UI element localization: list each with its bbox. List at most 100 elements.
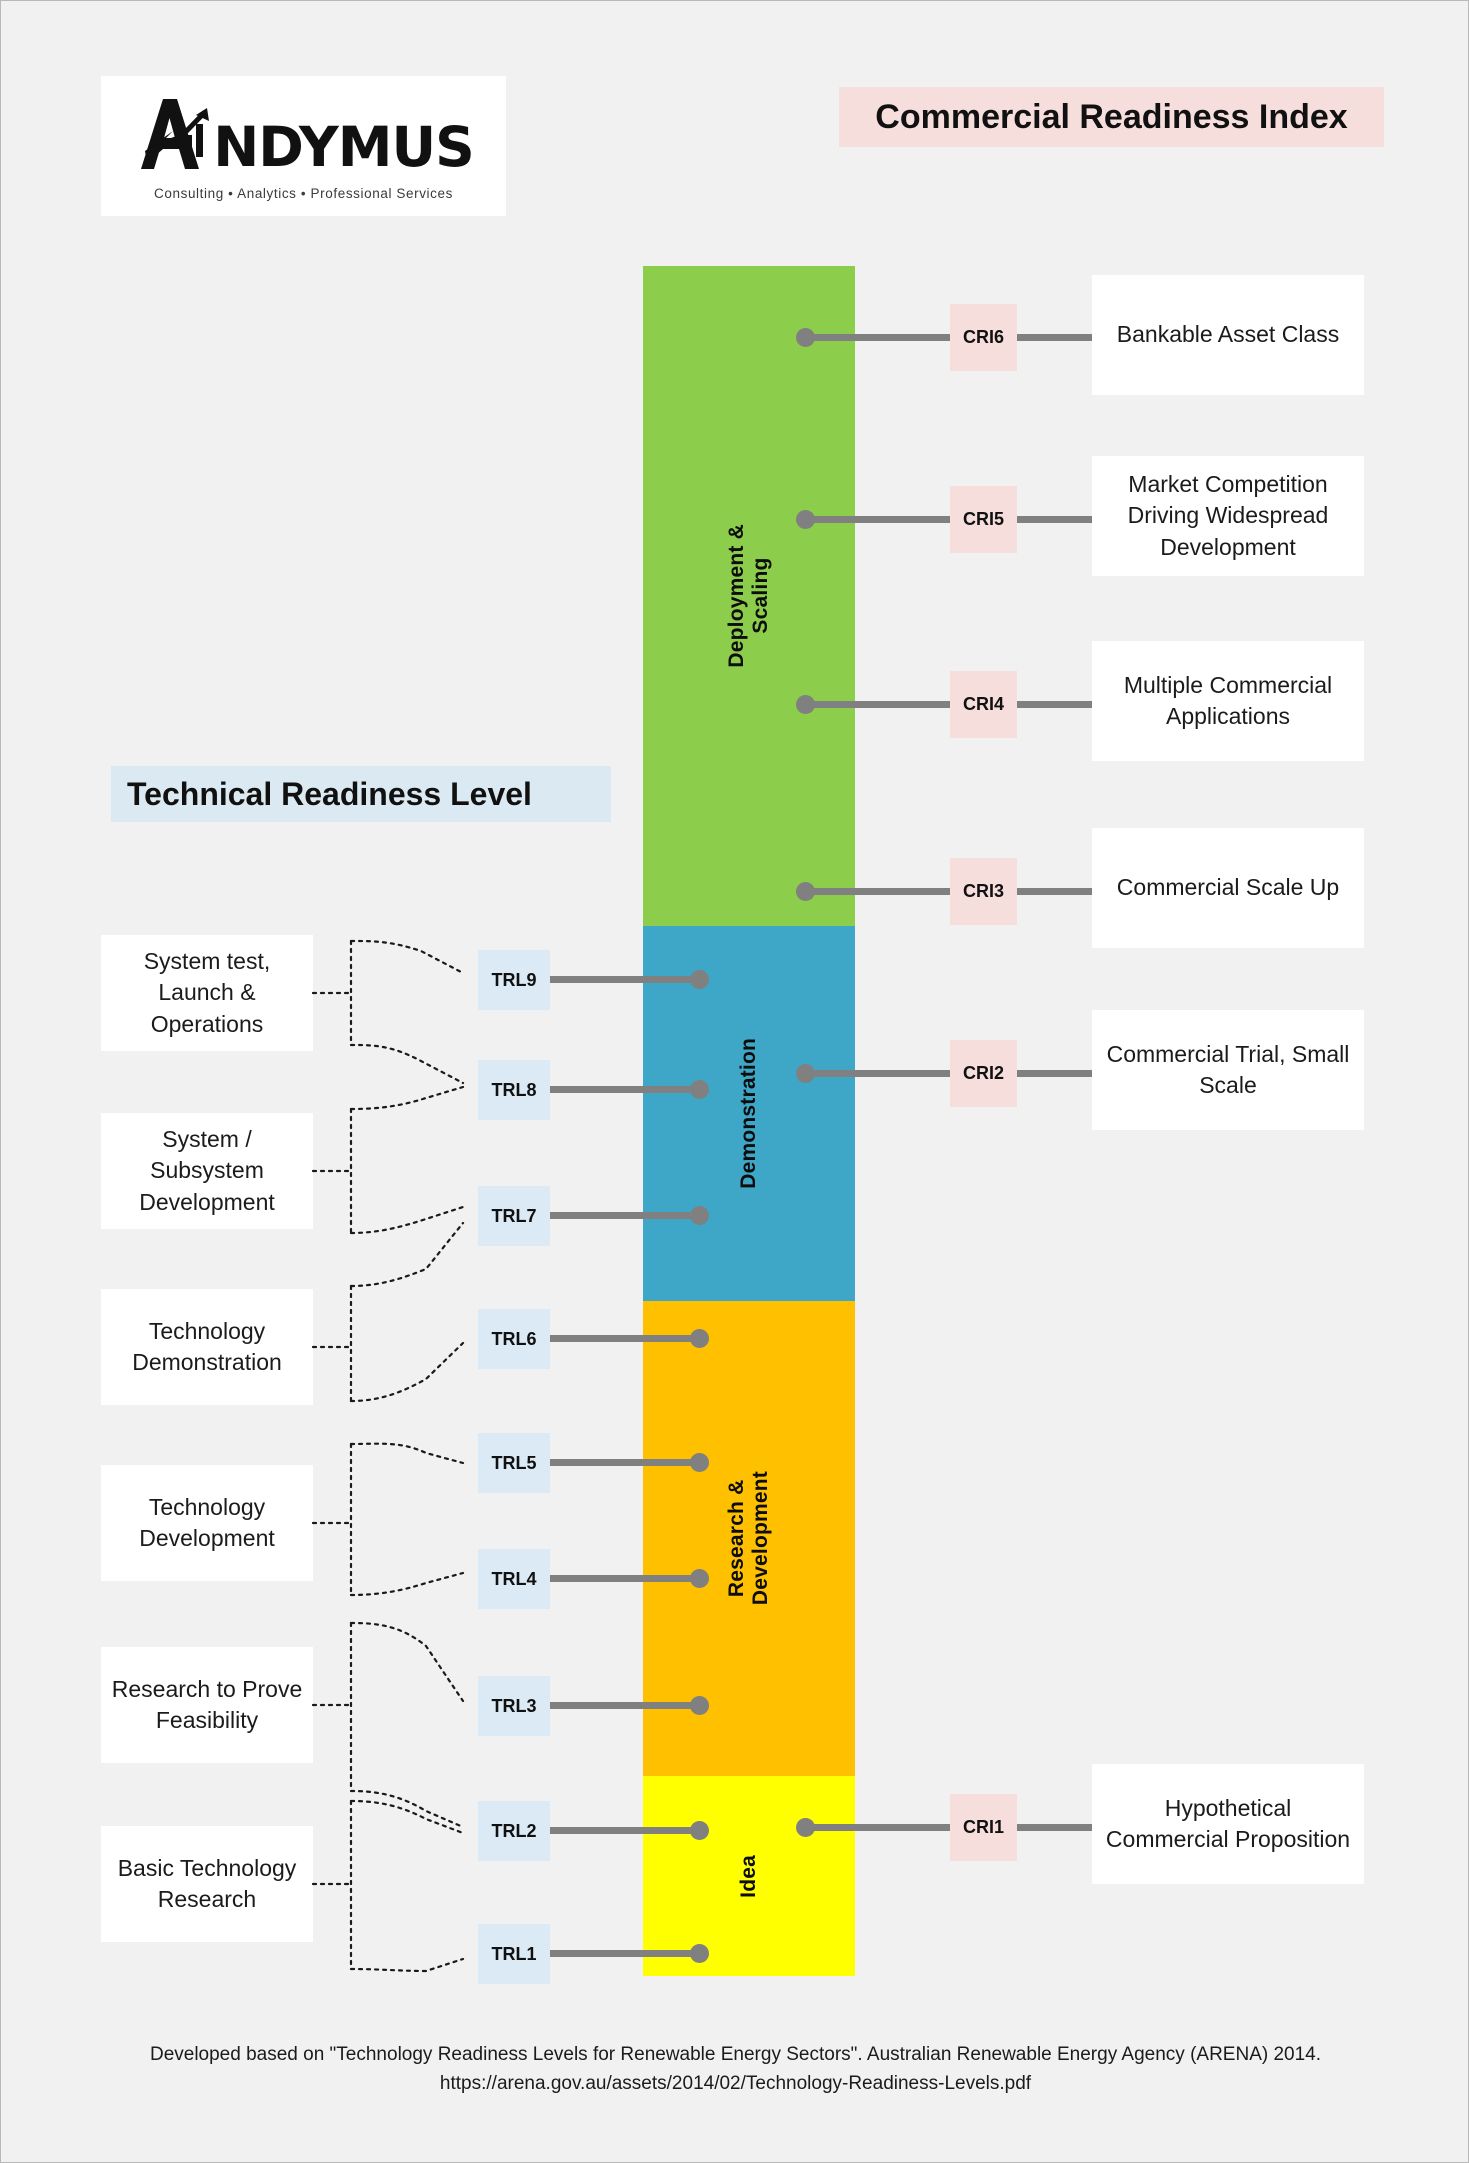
trl-group-label-basic-research: Basic Technology Research	[117, 1854, 297, 1912]
trl-line-9	[550, 976, 700, 983]
trl-chip-5[interactable]: TRL5	[478, 1433, 550, 1493]
trl-chip-8[interactable]: TRL8	[478, 1060, 550, 1120]
cri-description-6: Bankable Asset Class	[1092, 275, 1364, 395]
trl-dot-4	[690, 1569, 709, 1588]
cri-line-5-inner	[805, 516, 950, 523]
trl-line-5	[550, 1459, 700, 1466]
trl-dot-1	[690, 1944, 709, 1963]
cri-line-4-outer	[1017, 701, 1092, 708]
trl-dot-7	[690, 1206, 709, 1225]
cri-chip-2[interactable]: CRI2	[950, 1040, 1017, 1107]
trl-dot-9	[690, 970, 709, 989]
trl-chip-label-3: TRL3	[491, 1695, 537, 1716]
cri-description-1: Hypothetical Commercial Proposition	[1092, 1764, 1364, 1884]
trl-dot-3	[690, 1696, 709, 1715]
trl-group-label-research-feasibility: Research to Prove Feasibility	[111, 1675, 303, 1733]
cri-line-3-outer	[1017, 888, 1092, 895]
trl-dot-5	[690, 1453, 709, 1472]
trl-group-label-technology-development: Technology Development	[139, 1493, 275, 1551]
logo-text: NDYMUS	[213, 115, 475, 179]
trl-chip-label-4: TRL4	[491, 1568, 537, 1589]
cri-line-1-inner	[805, 1824, 950, 1831]
trl-chip-label-6: TRL6	[491, 1328, 537, 1349]
cri-line-5-outer	[1017, 516, 1092, 523]
cri-line-1-outer	[1017, 1824, 1092, 1831]
trl-group-label-system-subsystem: System / Subsystem Development	[139, 1126, 275, 1215]
trl-chip-9[interactable]: TRL9	[478, 950, 550, 1010]
cri-description-text-5: Market Competition Driving Widespread De…	[1127, 471, 1329, 560]
cri-line-4-inner	[805, 701, 950, 708]
cri-description-2: Commercial Trial, Small Scale	[1092, 1010, 1364, 1130]
logo-tagline: Consulting • Analytics • Professional Se…	[154, 186, 453, 201]
cri-chip-1[interactable]: CRI1	[950, 1794, 1017, 1861]
band-label-deployment-scaling: Deployment &Scaling	[724, 524, 772, 668]
cri-chip-label-1: CRI1	[962, 1817, 1004, 1837]
trl-chip-4[interactable]: TRL4	[478, 1549, 550, 1609]
trl-group-label-technology-demonstration: Technology Demonstration	[132, 1317, 282, 1375]
trl-line-7	[550, 1212, 700, 1219]
trl-group-technology-development: Technology Development	[101, 1465, 313, 1581]
trl-line-6	[550, 1335, 700, 1342]
trl-chip-1[interactable]: TRL1	[478, 1924, 550, 1984]
cri-chip-6[interactable]: CRI6	[950, 304, 1017, 371]
trl-line-3	[550, 1702, 700, 1709]
cri-chip-label-6: CRI6	[962, 327, 1004, 347]
cri-chip-label-4: CRI4	[962, 694, 1004, 714]
cri-chip-5[interactable]: CRI5	[950, 486, 1017, 553]
trl-chip-2[interactable]: TRL2	[478, 1801, 550, 1861]
trl-dot-6	[690, 1329, 709, 1348]
trl-group-research-feasibility: Research to Prove Feasibility	[101, 1647, 313, 1763]
cri-chip-label-2: CRI2	[962, 1063, 1004, 1083]
trl-chip-label-8: TRL8	[491, 1079, 537, 1100]
trl-line-8	[550, 1086, 700, 1093]
trl-group-basic-research: Basic Technology Research	[101, 1826, 313, 1942]
logo-a-chart-icon	[133, 91, 219, 177]
cri-description-text-2: Commercial Trial, Small Scale	[1106, 1040, 1350, 1098]
trl-line-4	[550, 1575, 700, 1582]
page-title-technical-readiness-level: Technical Readiness Level	[111, 766, 611, 822]
cri-chip-label-5: CRI5	[962, 509, 1004, 529]
band-demonstration: Demonstration	[643, 926, 855, 1301]
cri-description-text-3: Commercial Scale Up	[1116, 874, 1340, 901]
trl-group-label-system-test: System test, Launch & Operations	[143, 948, 271, 1037]
cri-description-text-4: Multiple Commercial Applications	[1123, 671, 1333, 729]
cri-description-4: Multiple Commercial Applications	[1092, 641, 1364, 761]
footer-line-url: https://arena.gov.au/assets/2014/02/Tech…	[439, 2072, 1032, 2094]
trl-chip-6[interactable]: TRL6	[478, 1309, 550, 1369]
trl-dot-8	[690, 1080, 709, 1099]
cri-description-5: Market Competition Driving Widespread De…	[1092, 456, 1364, 576]
cri-line-6-outer	[1017, 334, 1092, 341]
readiness-band-stack: Deployment &Scaling Demonstration Resear…	[643, 266, 855, 1976]
logo-wordmark: NDYMUS	[133, 91, 475, 179]
page-title-commercial-readiness-index: Commercial Readiness Index	[839, 87, 1384, 147]
band-label-idea: Idea	[736, 1854, 760, 1898]
band-research-development: Research &Development	[643, 1301, 855, 1776]
company-logo: NDYMUS Consulting • Analytics • Professi…	[101, 76, 506, 216]
trl-chip-7[interactable]: TRL7	[478, 1186, 550, 1246]
trl-dot-2	[690, 1821, 709, 1840]
footer-line-source: Developed based on "Technology Readiness…	[149, 2044, 1322, 2065]
band-label-demonstration: Demonstration	[736, 1038, 760, 1189]
cri-line-2-inner	[805, 1070, 950, 1077]
trl-group-technology-demonstration: Technology Demonstration	[101, 1289, 313, 1405]
trl-chip-3[interactable]: TRL3	[478, 1676, 550, 1736]
trl-chip-label-2: TRL2	[491, 1820, 537, 1841]
band-deployment-scaling: Deployment &Scaling	[643, 266, 855, 926]
footer-attribution: Developed based on "Technology Readiness…	[1, 2041, 1468, 2098]
cri-line-6-inner	[805, 334, 950, 341]
trl-line-2	[550, 1827, 700, 1834]
cri-chip-3[interactable]: CRI3	[950, 858, 1017, 925]
cri-description-text-1: Hypothetical Commercial Proposition	[1105, 1794, 1351, 1852]
cri-line-3-inner	[805, 888, 950, 895]
cri-line-2-outer	[1017, 1070, 1092, 1077]
trl-chip-label-9: TRL9	[491, 969, 537, 990]
trl-chip-label-7: TRL7	[491, 1205, 537, 1226]
cri-chip-label-3: CRI3	[962, 881, 1004, 901]
trl-group-system-test: System test, Launch & Operations	[101, 935, 313, 1051]
trl-chip-label-5: TRL5	[491, 1452, 537, 1473]
trl-line-1	[550, 1950, 700, 1957]
cri-chip-4[interactable]: CRI4	[950, 671, 1017, 738]
trl-group-system-subsystem: System / Subsystem Development	[101, 1113, 313, 1229]
band-idea: Idea	[643, 1776, 855, 1976]
